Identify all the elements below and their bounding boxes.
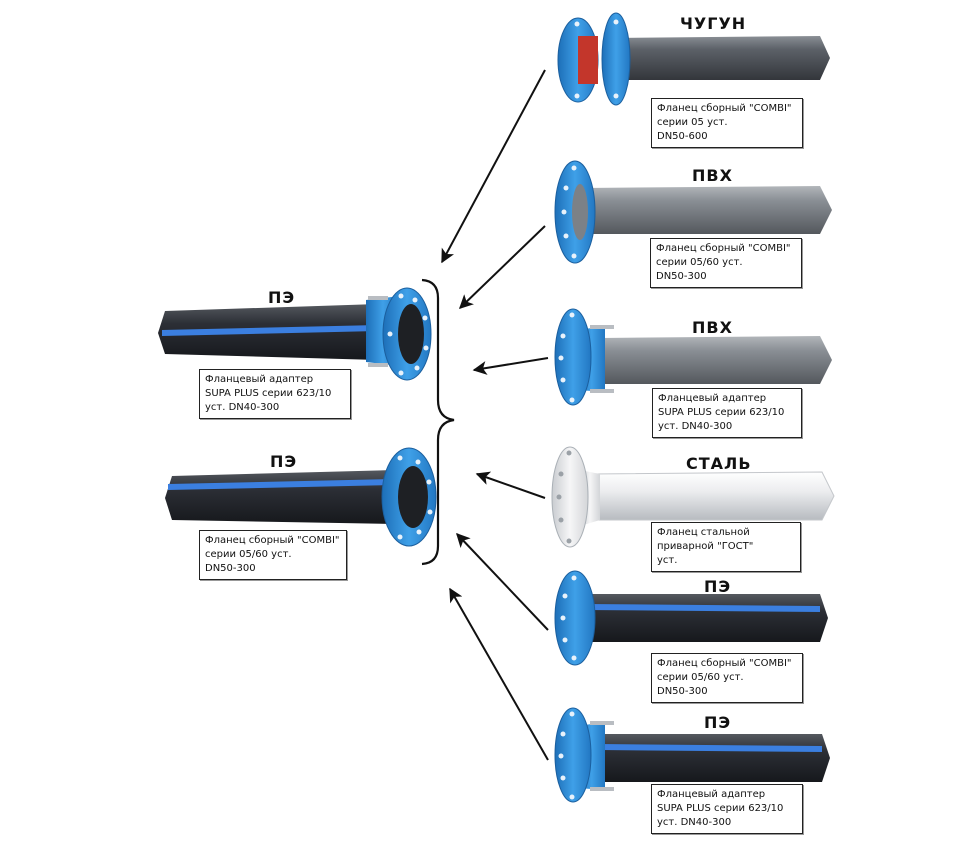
caption-line: Фланцевый адаптер [658, 393, 767, 404]
right-pe-combi-assembly [554, 570, 828, 666]
pipe-stripe [168, 479, 395, 490]
right-pe-supa-assembly [554, 707, 830, 803]
caption-line: Фланец стальной [657, 527, 750, 538]
adapter-bolt [368, 363, 388, 367]
pipe-body [582, 186, 832, 234]
caption-line: уст. DN40-300 [205, 402, 280, 413]
caption-line: DN50-300 [205, 563, 256, 574]
caption-line: DN50-300 [657, 686, 708, 697]
arrow-from-pe-supa [449, 587, 549, 761]
pipe-stripe [600, 744, 822, 752]
right-cast-iron-assembly [557, 12, 830, 106]
arrow-from-steel [475, 471, 546, 499]
left-pe-combi-assembly [165, 447, 437, 547]
material-label-left-1: ПЭ [268, 288, 296, 307]
adapter-bolt [590, 721, 614, 725]
caption-line: Фланец сборный "COMBI" [657, 658, 792, 669]
flange-bore [398, 304, 424, 364]
arrow-from-cast-iron [441, 69, 546, 264]
pipe-body [585, 594, 828, 642]
material-label-right-5: ПЭ [704, 577, 732, 596]
arrow-from-pe-combi [456, 532, 549, 631]
caption-left-1: Фланцевый адаптер SUPA PLUS серии 623/10… [199, 369, 351, 419]
material-label-left-2: ПЭ [270, 452, 298, 471]
caption-line: DN50-300 [656, 271, 707, 282]
caption-line: SUPA PLUS серии 623/10 [658, 407, 785, 418]
pipe-body [600, 336, 832, 384]
caption-right-5: Фланец сборный "COMBI" серии 05/60 уст. … [651, 653, 803, 703]
flange-disk [601, 12, 631, 106]
caption-line: серии 05/60 уст. [657, 672, 744, 683]
caption-line: уст. [657, 555, 678, 566]
material-label-right-6: ПЭ [704, 713, 732, 732]
right-pvc-combi-assembly [554, 160, 832, 264]
grouping-brace [421, 278, 455, 566]
caption-left-2: Фланец сборный "COMBI" серии 05/60 уст. … [199, 530, 347, 580]
connection-arrows [441, 69, 549, 761]
caption-line: Фланец сборный "COMBI" [205, 535, 340, 546]
material-label-right-2: ПВХ [692, 166, 733, 185]
pipe-stripe [162, 325, 378, 336]
caption-line: серии 05 уст. [657, 117, 728, 128]
caption-line: Фланец сборный "COMBI" [656, 243, 791, 254]
caption-right-2: Фланец сборный "COMBI" серии 05/60 уст. … [650, 238, 802, 288]
caption-line: Фланцевый адаптер [205, 374, 314, 385]
right-steel-assembly [551, 446, 835, 548]
caption-line: SUPA PLUS серии 623/10 [205, 388, 332, 399]
pipe-body [608, 36, 830, 80]
caption-line: уст. DN40-300 [658, 421, 733, 432]
caption-right-6: Фланцевый адаптер SUPA PLUS серии 623/10… [651, 784, 803, 834]
caption-right-3: Фланцевый адаптер SUPA PLUS серии 623/10… [652, 388, 802, 438]
caption-line: уст. DN40-300 [657, 817, 732, 828]
caption-line: Фланцевый адаптер [657, 789, 766, 800]
arrow-from-pvc-supa [472, 357, 549, 375]
caption-line: серии 05/60 уст. [205, 549, 292, 560]
adapter-bolt [590, 787, 614, 791]
right-pvc-supa-assembly [554, 308, 832, 406]
caption-right-4: Фланец стальной приварной "ГОСТ" уст. [651, 522, 801, 572]
adapter-bolt [368, 296, 388, 300]
adapter-bolt [590, 389, 614, 393]
caption-line: приварной "ГОСТ" [657, 541, 754, 552]
material-label-right-4: СТАЛЬ [686, 454, 752, 473]
flange-bore [572, 184, 588, 240]
caption-line: Фланец сборный "COMBI" [657, 103, 792, 114]
material-label-right-3: ПВХ [692, 318, 733, 337]
caption-line: серии 05/60 уст. [656, 257, 743, 268]
pipe-stripe [585, 604, 820, 612]
red-gasket [578, 36, 598, 84]
pipe-body [165, 470, 395, 524]
material-label-right-1: ЧУГУН [680, 14, 747, 33]
pipe-body [600, 734, 830, 782]
flange-bore [398, 466, 428, 528]
left-pe-supa-assembly [158, 287, 432, 381]
arrow-from-pvc-combi [458, 225, 546, 309]
caption-right-1: Фланец сборный "COMBI" серии 05 уст. DN5… [651, 98, 803, 148]
pipe-body [591, 471, 835, 521]
caption-line: DN50-600 [657, 131, 708, 142]
adapter-bolt [590, 325, 614, 329]
caption-line: SUPA PLUS серии 623/10 [657, 803, 784, 814]
